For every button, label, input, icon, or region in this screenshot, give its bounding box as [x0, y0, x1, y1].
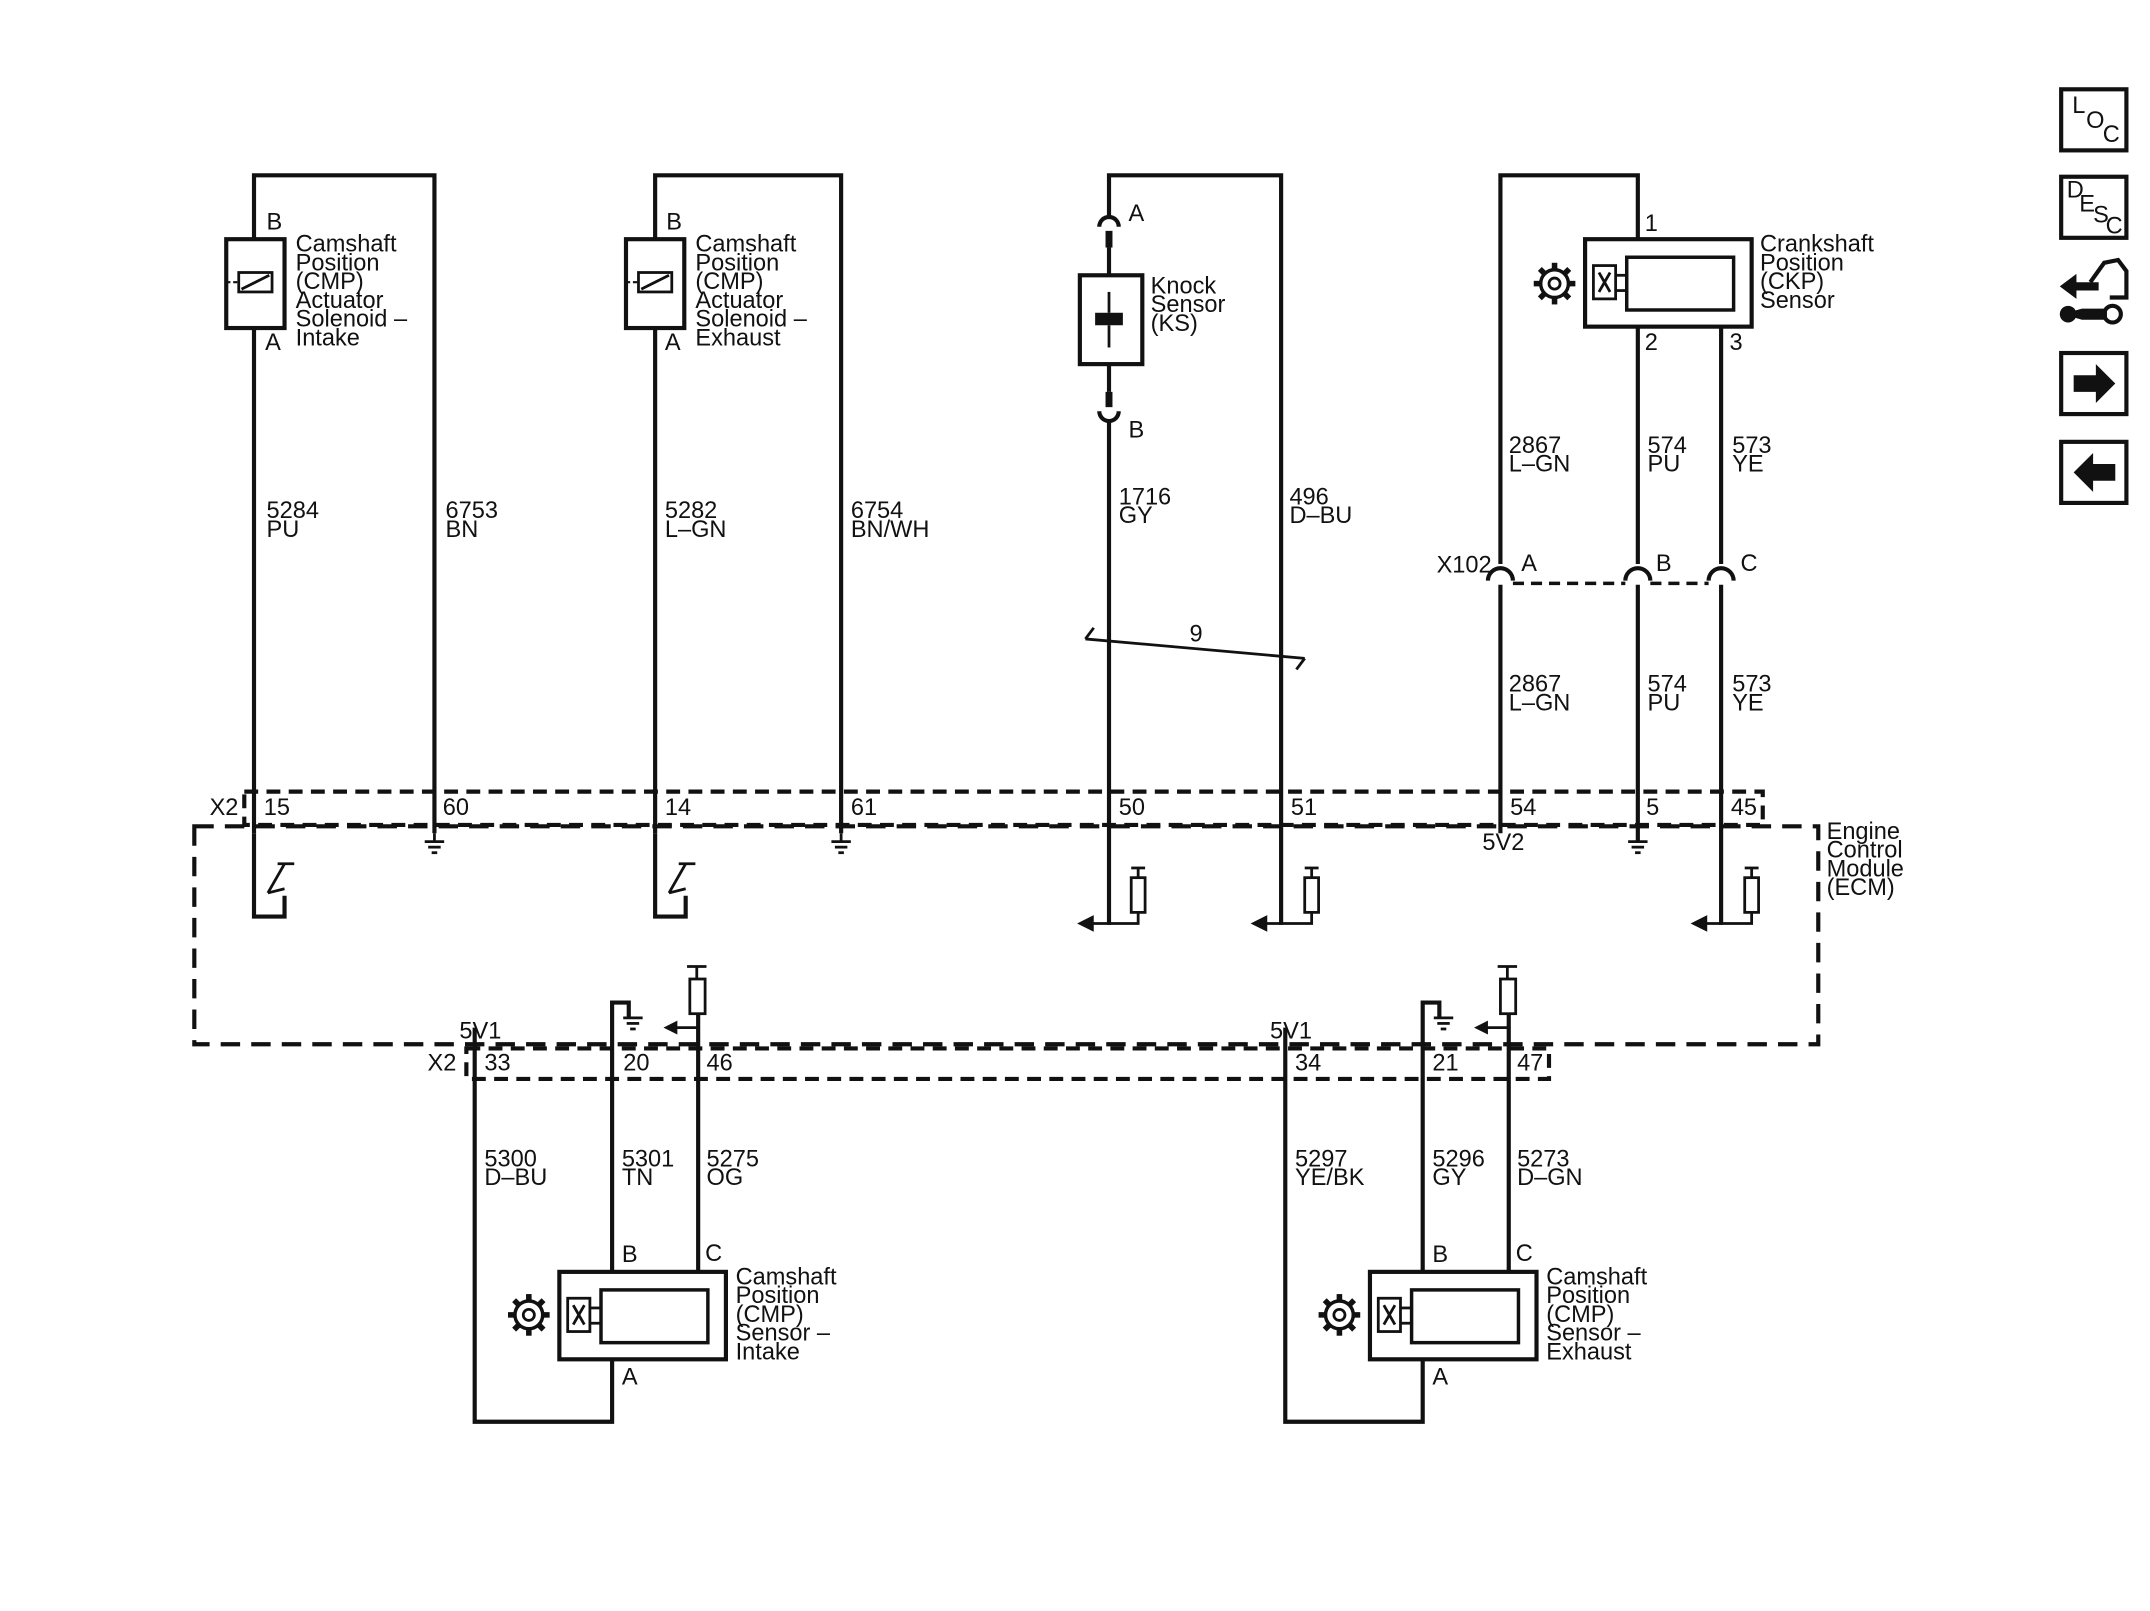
reference-5v1: 5V1 [459, 1018, 501, 1044]
pin-label: A [1128, 200, 1144, 226]
pin-label: 2 [1645, 329, 1658, 355]
pin-label: 20 [623, 1050, 649, 1076]
connector-x2-top: X2 15 60 14 61 50 51 54 5 45 [210, 789, 1765, 828]
shield-label: 9 [1190, 621, 1203, 647]
connector-x102: X102 A B C [1437, 550, 1758, 586]
component-label: Crankshaft Position (CKP) Sensor [1760, 231, 1881, 313]
cmp-sensor-exhaust: B C A Camshaft Position (CMP) Sensor – E… [1283, 965, 1653, 1424]
cmp-actuator-intake: B A Camshaft Position (CMP) Actuator Sol… [224, 173, 498, 919]
svg-text:S: S [2093, 202, 2109, 228]
pin-label: B [1128, 417, 1144, 443]
connector-name: X2 [210, 794, 239, 820]
pin-label: 45 [1731, 794, 1757, 820]
connector-name: X102 [1437, 551, 1492, 577]
connector-x2-bottom: X2 33 20 46 34 21 47 [428, 1046, 1552, 1082]
pin-label: 14 [665, 794, 691, 820]
pin-label: A [1432, 1363, 1448, 1389]
gear-icon [1319, 1294, 1361, 1336]
pin-label: 15 [264, 794, 290, 820]
desc-button[interactable]: D E S C [2059, 174, 2129, 240]
pin-label: A [1521, 550, 1537, 576]
gear-icon [508, 1294, 550, 1336]
pin-label: C [1741, 550, 1758, 576]
pin-label: B [1432, 1241, 1448, 1267]
component-label: Camshaft Position (CMP) Actuator Solenoi… [695, 231, 813, 351]
reference-5v2: 5V2 [1482, 829, 1524, 855]
connector-name: X2 [428, 1050, 457, 1076]
pin-label: 54 [1510, 794, 1536, 820]
next-button[interactable] [2059, 350, 2129, 417]
loc-button[interactable]: L O C [2059, 87, 2129, 153]
ecm-label: Engine Control Module (ECM) [1827, 818, 1911, 900]
cmp-actuator-exhaust: B A Camshaft Position (CMP) Actuator Sol… [623, 173, 930, 919]
arrow-left-icon [2073, 452, 2116, 492]
svg-text:C: C [2106, 213, 2123, 239]
pin-label: 34 [1295, 1050, 1321, 1076]
gear-icon [1534, 263, 1576, 305]
pin-label: A [265, 329, 281, 355]
svg-text:D: D [2067, 177, 2084, 203]
pin-label: 61 [851, 794, 877, 820]
pin-label: B [266, 208, 282, 234]
svg-text:C: C [2103, 121, 2120, 147]
component-label: Knock Sensor (KS) [1151, 272, 1232, 335]
pin-label: C [1516, 1240, 1533, 1266]
desc-icon: D E S C [2067, 177, 2123, 239]
pin-label: 60 [443, 794, 469, 820]
component-label: Camshaft Position (CMP) Sensor – Intake [736, 1263, 843, 1364]
pin-label: 47 [1517, 1050, 1543, 1076]
pin-label: 51 [1291, 794, 1317, 820]
pin-label: 33 [484, 1050, 510, 1076]
pin-label: A [665, 329, 681, 355]
pin-label: B [1656, 550, 1672, 576]
arrow-right-icon [2073, 364, 2116, 403]
pin-label: 50 [1119, 794, 1145, 820]
component-label: Camshaft Position (CMP) Sensor – Exhaust [1546, 1263, 1653, 1364]
pin-label: 46 [706, 1050, 732, 1076]
svg-text:O: O [2086, 107, 2104, 133]
connector-tool-button[interactable] [2059, 257, 2129, 325]
loc-icon: L O C [2072, 92, 2120, 147]
pin-label: 21 [1432, 1050, 1458, 1076]
connector-tool-icon [2059, 257, 2129, 325]
prev-button[interactable] [2059, 439, 2129, 505]
pin-label: B [622, 1241, 638, 1267]
svg-text:E: E [2079, 190, 2095, 216]
pin-label: 3 [1729, 329, 1742, 355]
pin-label: 1 [1645, 210, 1658, 236]
svg-text:L: L [2072, 92, 2085, 118]
pin-label: C [705, 1240, 722, 1266]
cmp-sensor-intake: B C A Camshaft Position (CMP) Sensor – I… [472, 965, 843, 1424]
ecm-boundary: Engine Control Module (ECM) [192, 818, 1911, 1047]
reference-5v1: 5V1 [1270, 1018, 1312, 1044]
pin-label: B [666, 208, 682, 234]
ckp-sensor: 1 2 3 Crankshaft Position (CKP) Sensor 2… [1437, 173, 1881, 932]
component-label: Camshaft Position (CMP) Actuator Solenoi… [296, 231, 414, 351]
pin-label: 5 [1646, 794, 1659, 820]
pin-label: A [622, 1363, 638, 1389]
